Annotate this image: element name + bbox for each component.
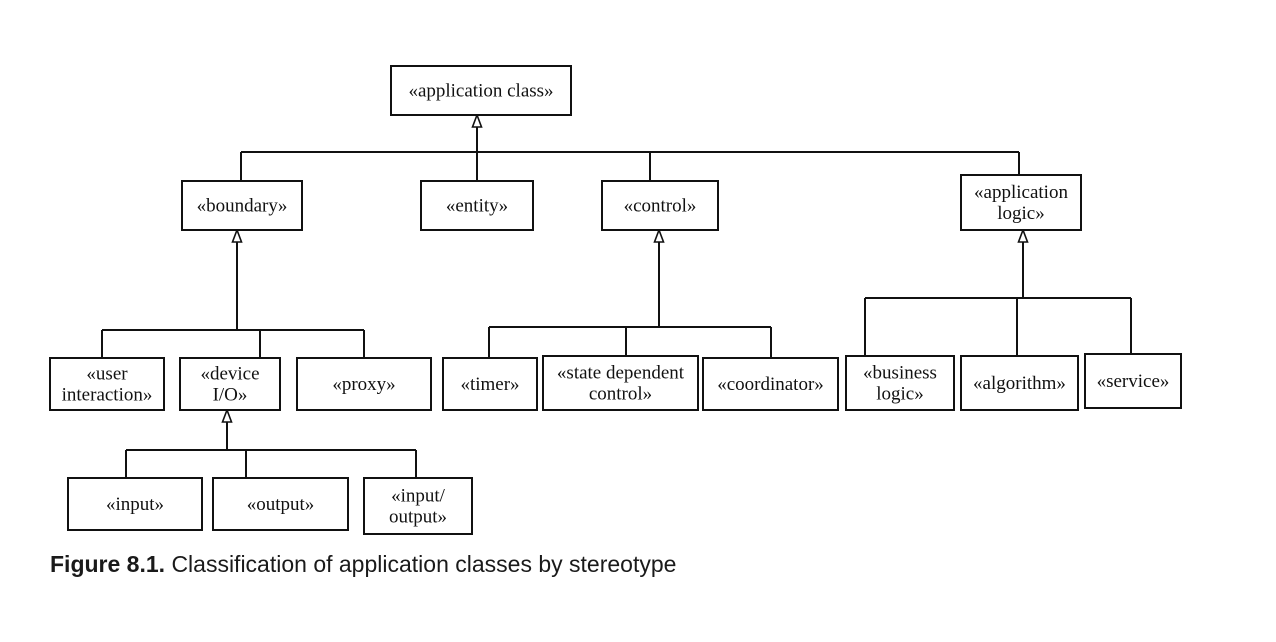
class-label: «application class» [408, 81, 553, 102]
class-label: control» [589, 384, 652, 405]
class-label: «application [974, 182, 1068, 203]
class-box-service: «service» [1084, 353, 1182, 409]
class-label: I/O» [213, 385, 248, 406]
class-label: «state dependent [557, 363, 685, 384]
class-label: logic» [997, 203, 1045, 224]
class-label: «proxy» [332, 374, 395, 395]
class-box-timer: «timer» [442, 357, 538, 411]
class-label: «service» [1097, 371, 1170, 392]
figure-caption: Figure 8.1. Classification of applicatio… [50, 551, 676, 578]
generalization-arrowhead [471, 112, 483, 128]
class-label: logic» [876, 384, 924, 405]
class-box-output: «output» [212, 477, 349, 531]
generalization-arrowhead [231, 227, 243, 243]
class-box-application-class: «application class» [390, 65, 572, 116]
class-box-proxy: «proxy» [296, 357, 432, 411]
generalization-arrowhead [653, 227, 665, 243]
class-label: output» [389, 507, 447, 528]
class-label: «output» [247, 494, 315, 515]
class-label: «user [86, 364, 128, 385]
class-label: «entity» [446, 196, 508, 217]
class-box-algorithm: «algorithm» [960, 355, 1079, 411]
class-label: «input» [106, 494, 164, 515]
class-label: «control» [624, 196, 697, 217]
class-label: «business [863, 363, 937, 384]
figure-number: Figure 8.1. [50, 551, 166, 577]
class-label: interaction» [62, 385, 153, 406]
class-box-input-output: «input/output» [363, 477, 473, 535]
generalization-arrowhead [221, 407, 233, 423]
class-label: «input/ [391, 486, 446, 507]
class-box-coordinator: «coordinator» [702, 357, 839, 411]
class-box-entity: «entity» [420, 180, 534, 231]
class-label: «coordinator» [717, 374, 824, 395]
class-label: «device [200, 364, 259, 385]
class-box-boundary: «boundary» [181, 180, 303, 231]
class-label: «timer» [460, 374, 519, 395]
class-box-input: «input» [67, 477, 203, 531]
class-label: «boundary» [197, 196, 288, 217]
class-box-control: «control» [601, 180, 719, 231]
class-label: «algorithm» [973, 373, 1066, 394]
figure-caption-text: Classification of application classes by… [171, 551, 677, 577]
generalization-arrowhead [1017, 227, 1029, 243]
